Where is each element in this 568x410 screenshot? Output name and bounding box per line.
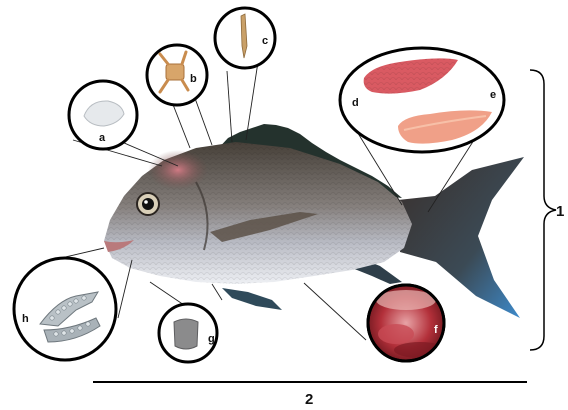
height-bracket: 1 [530,70,564,350]
bracket-label: 1 [556,203,564,220]
length-label: 2 [305,391,313,408]
inset-g: g [159,304,217,362]
label-e: e [490,89,496,101]
label-a: a [99,132,106,144]
label-c: c [262,35,268,47]
inset-c: c [215,8,275,68]
length-line: 2 [93,382,527,408]
inset-h: h [14,258,116,360]
inset-b: b [147,45,207,105]
label-f: f [434,324,438,336]
inset-f: f [368,285,446,361]
fish-illustration [104,124,524,318]
head-red-patch [148,150,208,190]
label-h: h [22,313,29,325]
inset-a: a [69,81,137,149]
scale-icon [174,319,198,349]
pelvic-fin [222,288,282,310]
label-b: b [190,73,197,85]
label-d: d [352,97,359,109]
label-g: g [208,333,215,345]
inset-fillets: d e [340,48,504,152]
